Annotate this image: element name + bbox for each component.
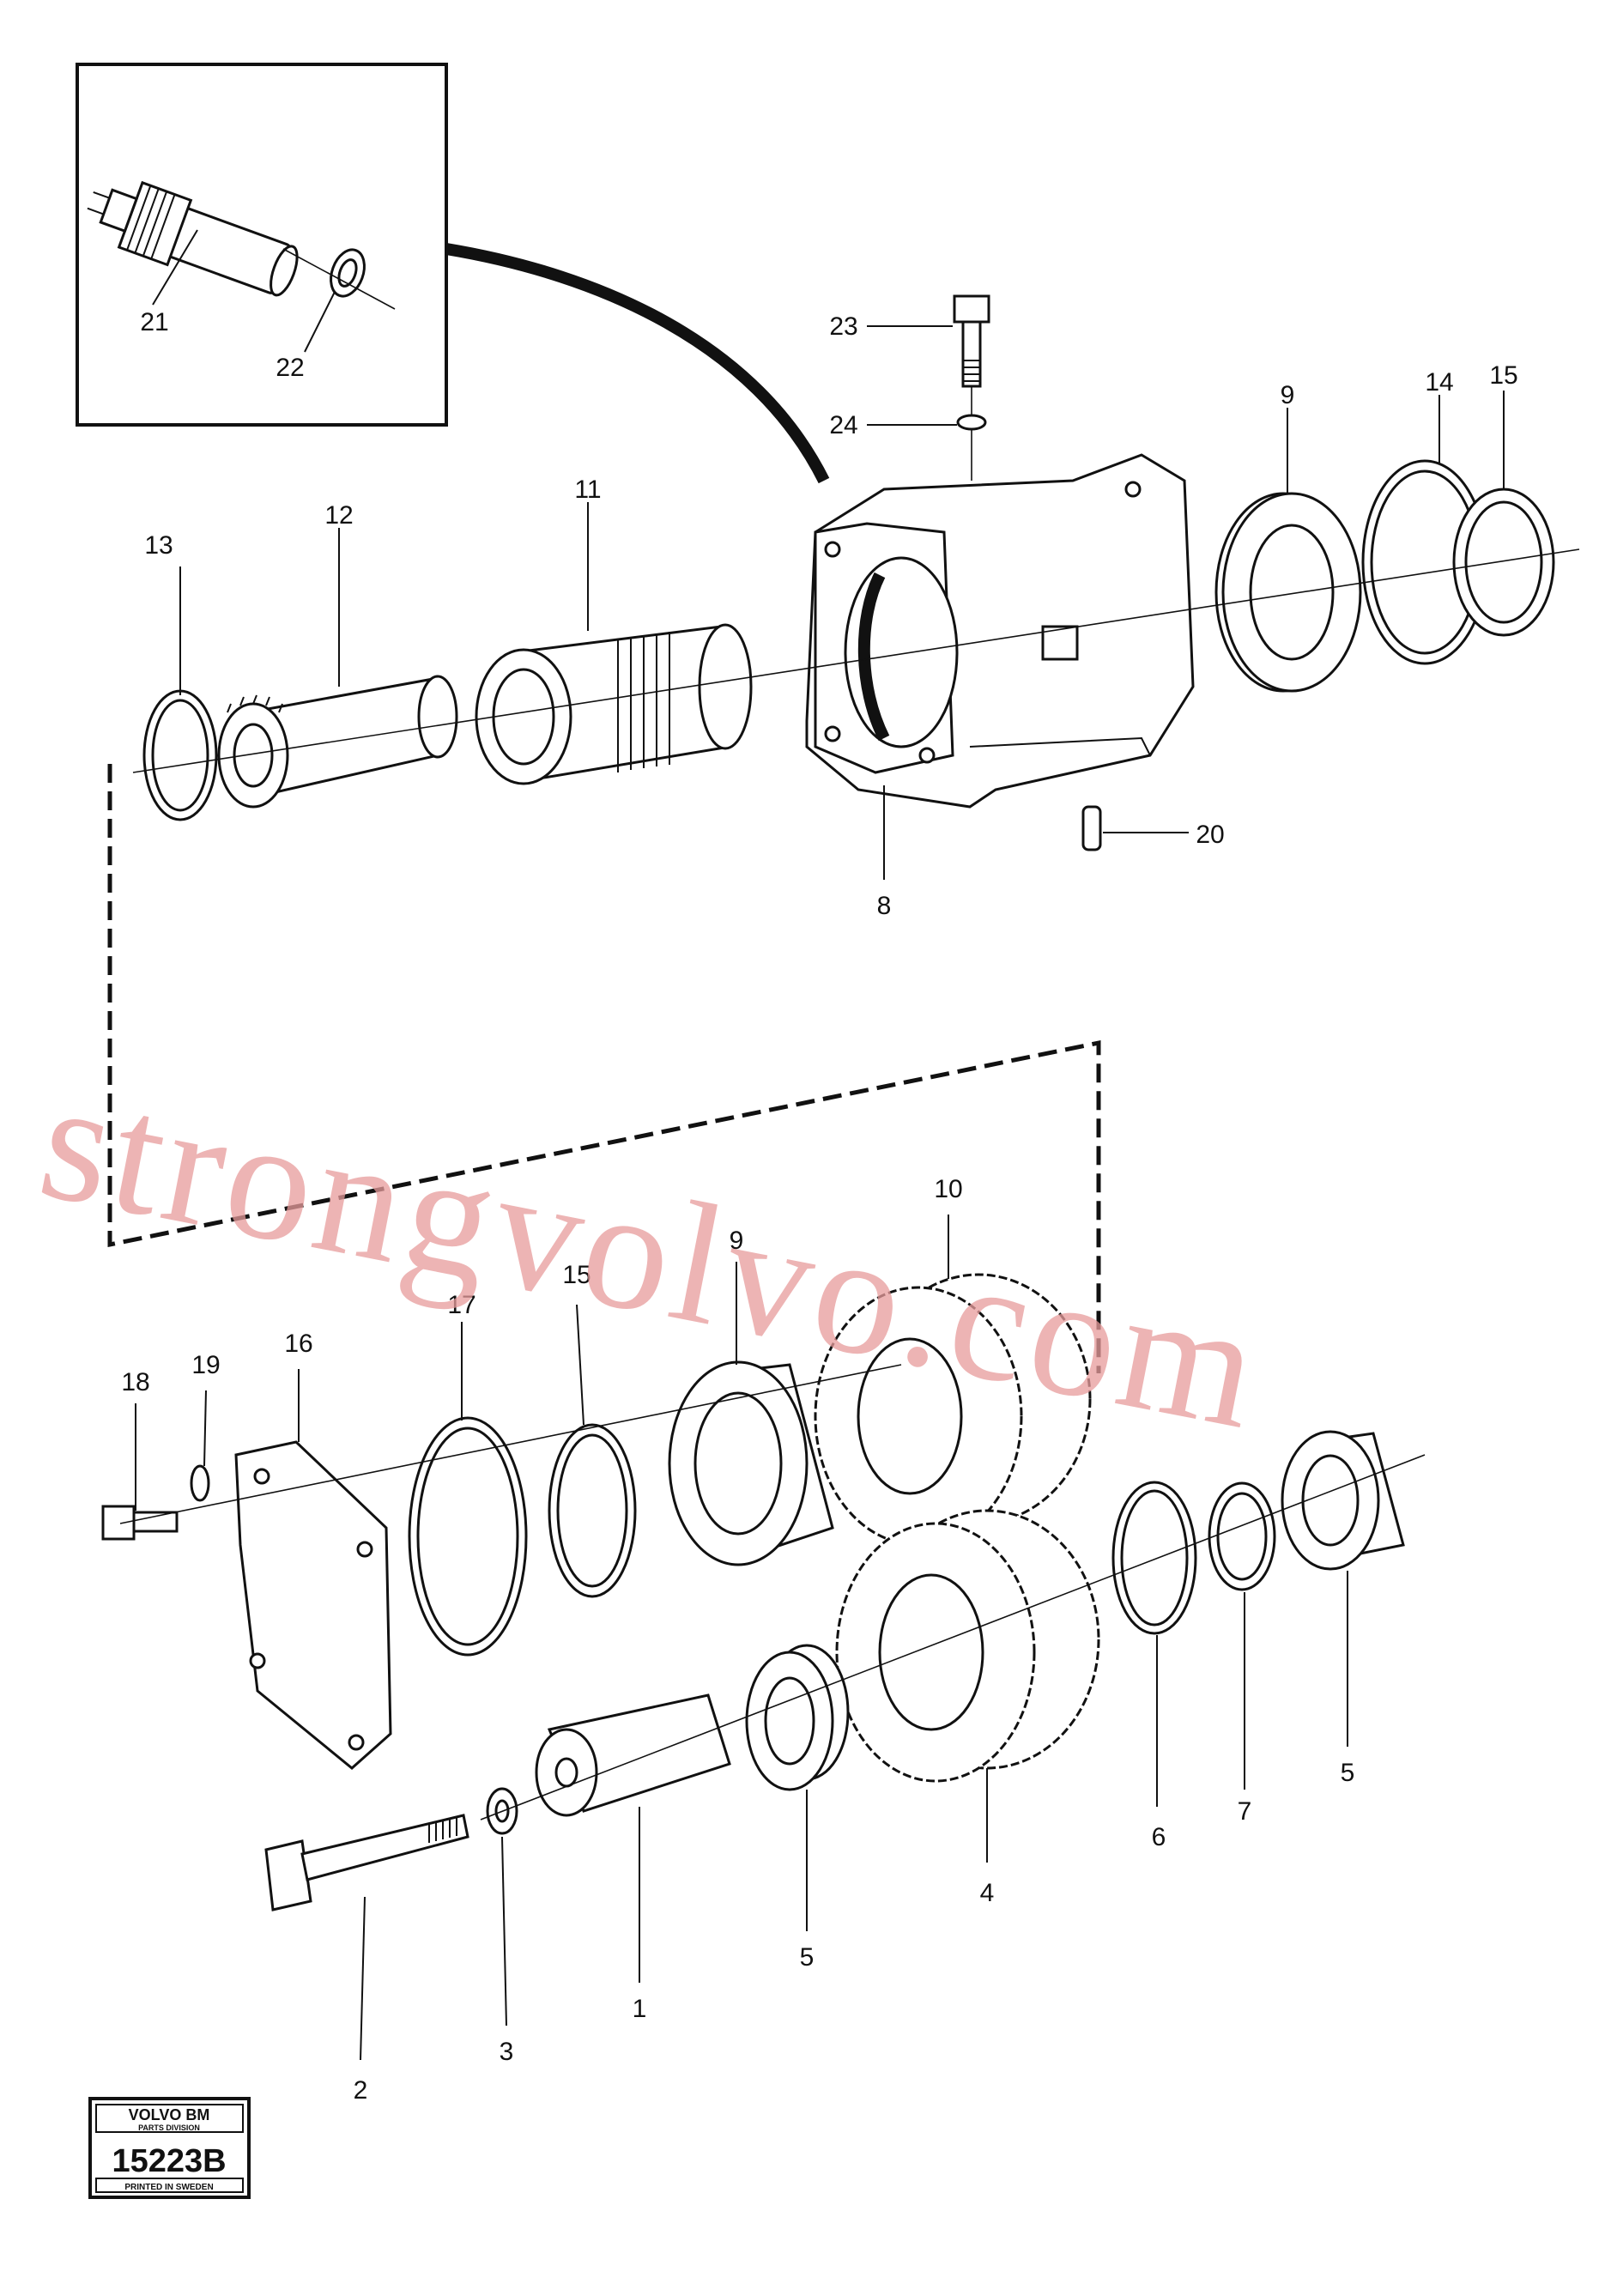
callout-14: 14 (1425, 368, 1453, 397)
callout-23: 23 (829, 312, 857, 341)
callout-6: 6 (1152, 1823, 1166, 1851)
washer-7 (1208, 1481, 1276, 1591)
stamp-printed: PRINTED IN SWEDEN (124, 2183, 213, 2192)
callout-22: 22 (276, 354, 304, 382)
coupling-11 (475, 623, 753, 785)
housing-8 (805, 453, 1195, 809)
callout-9a: 9 (1281, 381, 1295, 409)
callout-20: 20 (1196, 821, 1224, 849)
pin-20 (1081, 805, 1102, 851)
callout-12: 12 (324, 501, 353, 530)
bearing-5-right (1281, 1430, 1405, 1571)
bolt-18 (101, 1505, 179, 1541)
snap-ring-6 (1111, 1481, 1197, 1635)
lock-washer-24 (956, 414, 987, 431)
callout-3: 3 (500, 2038, 514, 2066)
callout-8: 8 (877, 892, 892, 920)
callout-5b: 5 (1341, 1759, 1355, 1787)
callout-17: 17 (447, 1291, 475, 1319)
washer-19 (190, 1464, 210, 1502)
bearing-5-left (745, 1644, 850, 1791)
o-ring-17 (408, 1416, 528, 1657)
leader-lines (135, 325, 1505, 2061)
callout-9b: 9 (730, 1227, 744, 1255)
snap-ring-13 (142, 689, 218, 821)
callout-18: 18 (121, 1368, 149, 1396)
snap-ring-15-lower (548, 1423, 637, 1598)
callout-19: 19 (191, 1351, 220, 1379)
stamp-drawing-number: 15223B (112, 2143, 226, 2179)
callout-4: 4 (980, 1879, 995, 1907)
volvo-bm-stamp: VOLVO BM PARTS DIVISION 15223B PRINTED I… (88, 2097, 251, 2199)
callout-2: 2 (354, 2076, 368, 2105)
bearing-9-upper (1214, 492, 1362, 693)
snap-ring-14 (1361, 459, 1488, 665)
callout-15b: 15 (562, 1261, 591, 1289)
callout-7: 7 (1238, 1797, 1252, 1826)
callout-1: 1 (633, 1995, 647, 2023)
bearing-9-lower (668, 1360, 834, 1566)
callout-13: 13 (144, 531, 173, 560)
bolt-2 (264, 1814, 469, 1911)
snap-ring-15-upper (1452, 488, 1555, 637)
sleeve-12 (217, 675, 458, 809)
gear-4 (835, 1509, 1100, 1783)
sensor-inset (76, 63, 448, 427)
gear-10 (814, 1273, 1092, 1547)
bolt-23 (953, 294, 990, 481)
callout-5a: 5 (800, 1943, 815, 1972)
stamp-division: PARTS DIVISION (138, 2123, 200, 2132)
cover-16 (234, 1440, 392, 1770)
callout-labels: 1 2 3 4 5 5 6 7 8 9 9 10 11 12 13 14 15 … (121, 308, 1517, 2105)
callout-15a: 15 (1489, 361, 1517, 390)
callout-11: 11 (574, 476, 601, 504)
callout-10: 10 (934, 1175, 962, 1203)
stamp-brand: VOLVO BM (129, 2106, 210, 2123)
shaft-pin-1 (535, 1693, 731, 1817)
watermark-text: strongvolvo.com (27, 1044, 1277, 1466)
callout-16: 16 (284, 1330, 312, 1358)
callout-24: 24 (829, 411, 857, 439)
callout-21: 21 (140, 308, 168, 336)
